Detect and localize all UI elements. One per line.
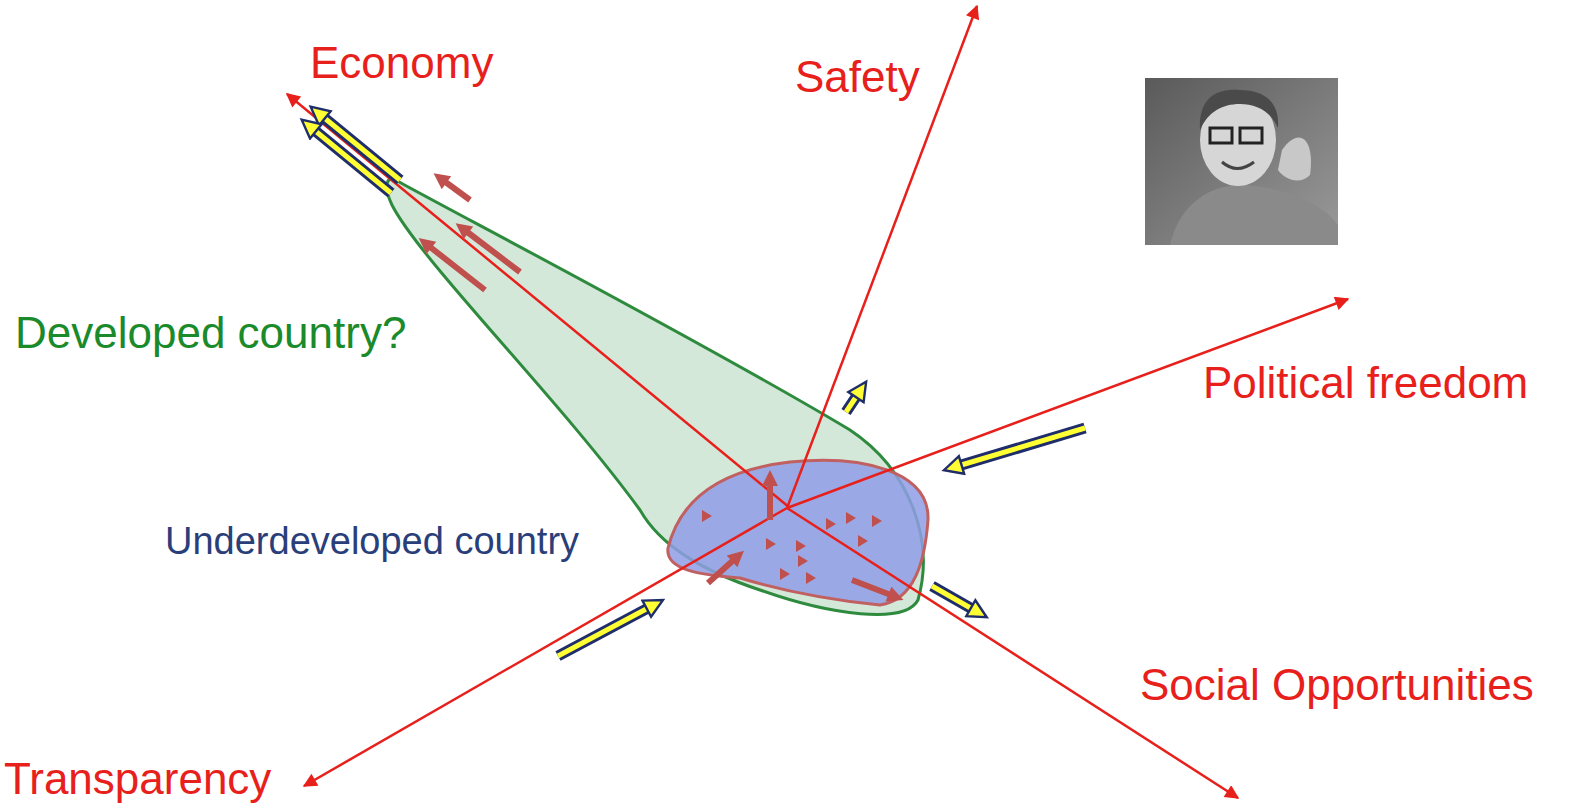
social-opportunities-axis [787, 508, 1238, 798]
small-arrow [798, 555, 808, 567]
small-arrow [858, 535, 868, 547]
small-arrow [872, 515, 882, 527]
arrow-outline [932, 586, 974, 610]
yellow-arrow [558, 607, 650, 656]
small-arrow [780, 568, 790, 580]
small-arrow [796, 540, 806, 552]
yellow-arrow [846, 394, 858, 412]
axis-label: Safety [795, 52, 920, 103]
arrow-outline [958, 428, 1085, 466]
axis-label: Economy [310, 38, 493, 89]
yellow-arrow [958, 428, 1085, 466]
region-label: Underdeveloped country [165, 520, 579, 564]
economy-axis [287, 94, 790, 508]
photo-glasses [1240, 128, 1262, 143]
yellow-arrow [313, 129, 391, 193]
growth-arrow [440, 178, 470, 200]
small-arrows [702, 510, 882, 584]
growth-arrow [852, 580, 896, 597]
photo-jacket [1170, 185, 1338, 245]
small-arrow [806, 572, 816, 584]
small-arrow [826, 518, 836, 530]
axis-label: Transparency [4, 754, 271, 805]
safety-axis [787, 6, 977, 508]
small-arrow [846, 512, 856, 524]
photo-glasses [1210, 128, 1232, 143]
photo-hand [1278, 138, 1311, 181]
photo-hair [1200, 90, 1278, 130]
small-arrow [702, 510, 712, 522]
small-arrow [766, 538, 776, 550]
portrait-photo [1145, 78, 1338, 245]
growth-arrow [425, 243, 485, 290]
axis-label: Political freedom [1203, 358, 1528, 409]
pressure-arrows [313, 116, 1085, 656]
arrow-outline [313, 129, 391, 193]
growth-arrow [708, 556, 738, 583]
arrow-outline [558, 607, 650, 656]
growth-arrow [767, 478, 773, 520]
growth-arrow [462, 228, 520, 272]
photo-smile [1222, 162, 1254, 169]
axis-label: Social Opportunities [1140, 660, 1534, 711]
region-label: Developed country? [15, 308, 406, 359]
arrow-outline [846, 394, 858, 412]
yellow-arrow [932, 586, 974, 610]
photo-frame [1145, 78, 1338, 245]
